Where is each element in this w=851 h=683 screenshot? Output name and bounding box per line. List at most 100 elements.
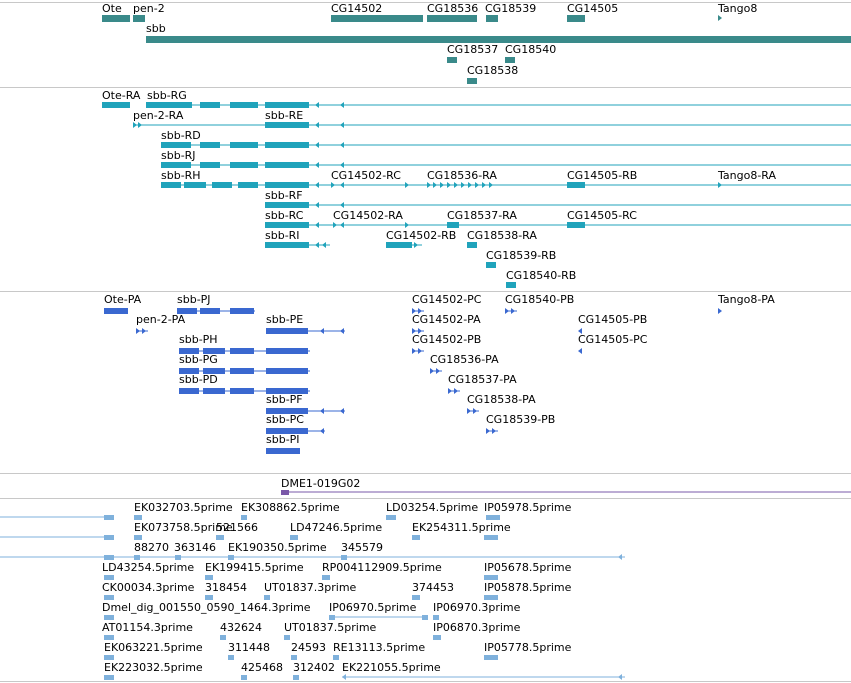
est-glyph[interactable] — [104, 655, 114, 660]
gene-feature-label[interactable]: CG14505 — [567, 2, 619, 15]
protein-feature-label[interactable]: CG14502-PA — [412, 313, 481, 326]
sbb-pd-exon[interactable] — [266, 388, 308, 394]
sbb-transcript-exon[interactable] — [265, 102, 309, 108]
cg18539-pb-strand-arrow[interactable] — [486, 428, 490, 434]
est-feature-label[interactable]: 374453 — [412, 581, 454, 594]
gene-feature-label[interactable]: CG18538 — [467, 64, 519, 77]
protein-feature-label[interactable]: sbb-PH — [179, 333, 218, 346]
cg18536-ra-strand-arrow[interactable] — [482, 182, 486, 188]
cg18536-pa-strand-arrow[interactable] — [436, 368, 440, 374]
est-glyph[interactable] — [104, 535, 114, 540]
sbb-pj-exon[interactable] — [230, 308, 254, 314]
cg14505-rb[interactable] — [567, 182, 585, 188]
est-feature-label[interactable]: LD03254.5prime — [386, 501, 479, 514]
est-glyph[interactable] — [333, 655, 339, 660]
protein-feature-label[interactable]: CG14502-PC — [412, 293, 482, 306]
est-glyph[interactable] — [175, 555, 181, 560]
est-glyph[interactable] — [264, 595, 270, 600]
est-feature-label[interactable]: EK223032.5prime — [104, 661, 203, 674]
sbb-transcript-exon[interactable] — [265, 182, 309, 188]
mrna-feature-label[interactable]: pen-2-RA — [133, 109, 184, 122]
sbb-transcript-strand-arrow[interactable] — [340, 122, 344, 128]
mrna-feature-label[interactable]: CG14502-RA — [333, 209, 403, 222]
est-glyph[interactable] — [104, 615, 114, 620]
protein-feature-label[interactable]: Ote-PA — [104, 293, 142, 306]
tango8-pa[interactable] — [718, 308, 722, 314]
gene-feature-label[interactable]: Ote — [102, 2, 122, 15]
sbb-ri-strand-arrow[interactable] — [315, 242, 319, 248]
mrna-feature-label[interactable]: CG18536-RA — [427, 169, 497, 182]
est-glyph[interactable] — [341, 555, 347, 560]
protein-feature-label[interactable]: CG18538-PA — [467, 393, 536, 406]
cg18536-ra-strand-arrow[interactable] — [427, 182, 431, 188]
cg18537-pa-strand-arrow[interactable] — [454, 388, 458, 394]
mrna-feature-label[interactable]: sbb-RJ — [161, 149, 196, 162]
est-feature-label[interactable]: EK190350.5prime — [228, 541, 327, 554]
protein-feature-label[interactable]: sbb-PE — [266, 313, 304, 326]
sbb-rf-strand-arrow[interactable] — [315, 202, 319, 208]
sbb-transcript-strand-arrow[interactable] — [200, 142, 204, 148]
sbb-transcript-exon[interactable] — [161, 162, 191, 168]
mrna-feature-label[interactable]: sbb-RC — [265, 209, 304, 222]
sbb-transcript-exon[interactable] — [265, 122, 309, 128]
sbb-pj-strand-arrow[interactable] — [250, 308, 254, 314]
sbb-transcript-strand-arrow[interactable] — [153, 102, 157, 108]
sbb-transcript-strand-arrow[interactable] — [340, 162, 344, 168]
est-arrow[interactable] — [342, 674, 346, 680]
est-feature-label[interactable]: RE13113.5prime — [333, 641, 426, 654]
est-feature-label[interactable]: CK00034.3prime — [102, 581, 195, 594]
sbb-transcript-strand-arrow[interactable] — [146, 102, 150, 108]
est-feature-label[interactable]: Dmel_dig_001550_0590_1464.3prime — [102, 601, 311, 614]
sbb-pc-strand-arrow[interactable] — [320, 428, 324, 434]
mrna-feature-label[interactable]: sbb-RI — [265, 229, 300, 242]
est-glyph[interactable] — [104, 675, 114, 680]
gene-glyph[interactable] — [102, 15, 130, 22]
sbb-rf-exon[interactable] — [265, 202, 309, 208]
est-glyph[interactable] — [486, 515, 500, 520]
protein-feature-label[interactable]: CG18540-PB — [505, 293, 575, 306]
gene-glyph[interactable] — [467, 78, 477, 84]
sbb-pi[interactable] — [266, 448, 300, 454]
cg18538-pa-strand-arrow[interactable] — [467, 408, 471, 414]
est-feature-label[interactable]: IP06970.5prime — [329, 601, 417, 614]
gene-glyph-sbb[interactable] — [146, 36, 851, 43]
cg18536-ra-strand-arrow[interactable] — [489, 182, 493, 188]
sbb-pg-exon[interactable] — [179, 368, 199, 374]
est-feature-label[interactable]: RP004112909.5prime — [322, 561, 442, 574]
est-feature-label[interactable]: EK308862.5prime — [241, 501, 340, 514]
est-arrow[interactable] — [618, 674, 622, 680]
sbb-ri-strand-arrow[interactable] — [322, 242, 326, 248]
est-glyph[interactable] — [241, 675, 247, 680]
est-feature-label[interactable]: IP05678.5prime — [484, 561, 572, 574]
mrna-feature-label[interactable]: sbb-RG — [147, 89, 187, 102]
clone-feature-label[interactable]: DME1-019G02 — [281, 477, 361, 490]
gene-feature-label[interactable]: sbb — [146, 22, 166, 35]
clone-end-block[interactable] — [281, 490, 289, 495]
est-glyph[interactable] — [228, 655, 234, 660]
est-glyph[interactable] — [386, 515, 396, 520]
gene-feature-label[interactable]: CG18540 — [505, 43, 557, 56]
mrna-feature-label[interactable]: sbb-RD — [161, 129, 201, 142]
protein-feature-label[interactable]: CG18539-PB — [486, 413, 556, 426]
protein-feature-label[interactable]: CG14505-PC — [578, 333, 648, 346]
cg18538-ra[interactable] — [467, 242, 477, 248]
est-feature-label[interactable]: 88270 — [134, 541, 169, 554]
gene-feature-label[interactable]: CG18537 — [447, 43, 499, 56]
cg14505-pc[interactable] — [578, 348, 582, 354]
cg18536-ra-strand-arrow[interactable] — [468, 182, 472, 188]
sbb-transcript-strand-arrow[interactable] — [200, 162, 204, 168]
sbb-transcript-strand-arrow[interactable] — [315, 122, 319, 128]
mrna-feature-label[interactable]: sbb-RF — [265, 189, 303, 202]
cg14502-pb-strand-arrow[interactable] — [412, 348, 416, 354]
est-glyph[interactable] — [484, 535, 498, 540]
gene-glyph[interactable] — [447, 57, 457, 63]
est-feature-label[interactable]: 363146 — [174, 541, 216, 554]
est-glyph[interactable] — [104, 575, 114, 580]
protein-feature-label[interactable]: CG14505-PB — [578, 313, 648, 326]
mrna-feature-label[interactable]: sbb-RE — [265, 109, 304, 122]
cg18536-ra-strand-arrow[interactable] — [447, 182, 451, 188]
sbb-rf-strand-arrow[interactable] — [340, 202, 344, 208]
est-glyph[interactable] — [104, 595, 114, 600]
mrna-feature-label[interactable]: CG18539-RB — [486, 249, 557, 262]
gene-glyph[interactable] — [486, 15, 498, 22]
